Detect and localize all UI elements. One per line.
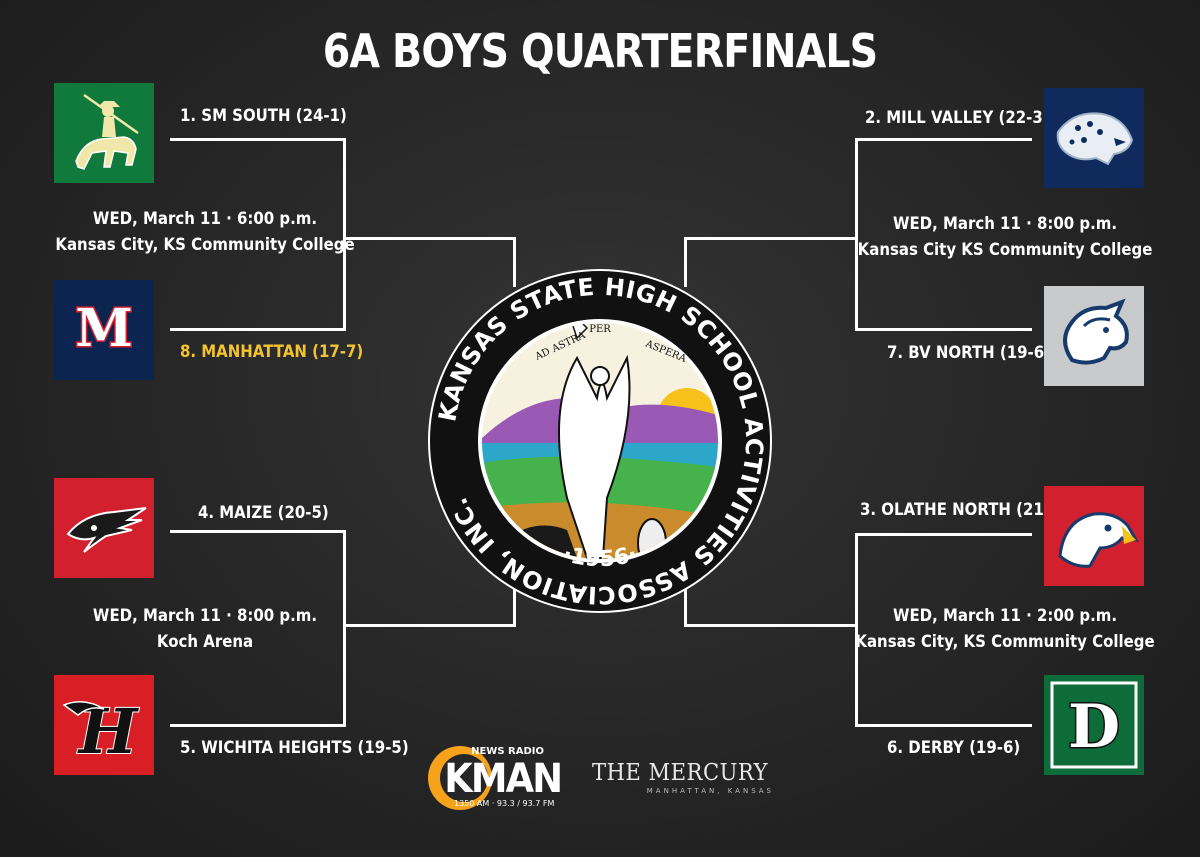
bracket-line: [857, 533, 1032, 536]
game-info-3: WED, March 11 · 8:00 p.m. Kansas City KS…: [842, 211, 1168, 263]
bracket-line: [170, 328, 345, 331]
bracket-line: [684, 624, 858, 627]
game-info-1: WED, March 11 · 6:00 p.m. Kansas City, K…: [42, 206, 368, 258]
game-venue: Kansas City, KS Community College: [855, 632, 1155, 652]
bracket-line: [857, 328, 1032, 331]
bracket-line: [343, 624, 515, 627]
page-title: 6A BOYS QUARTERFINALS: [322, 24, 878, 78]
kman-frequency: 1350 AM · 93.3 / 93.7 FM: [454, 799, 554, 808]
mercury-name: THE MERCURY: [591, 760, 769, 786]
logo-letter: M: [75, 298, 133, 359]
bracket-line: [857, 138, 1032, 141]
bracket-line: [343, 138, 346, 331]
kman-logo: NEWS RADIO KMAN 1350 AM · 93.3 / 93.7 FM: [424, 742, 564, 814]
seal-motto-mid: PER: [589, 324, 611, 335]
bracket-line: [684, 237, 858, 240]
bracket-line: [855, 138, 858, 331]
bracket-line: [684, 237, 687, 287]
eagle-icon: [1044, 486, 1144, 586]
team-label-bv-north: 7. BV NORTH (19-6): [887, 343, 1052, 363]
game-info-4: WED, March 11 · 2:00 p.m. Kansas City, K…: [842, 603, 1168, 655]
game-venue: Kansas City KS Community College: [857, 240, 1153, 260]
game-time: WED, March 11 · 8:00 p.m.: [892, 214, 1118, 234]
jaguar-head-icon: [1044, 88, 1144, 188]
team-label-olathe-north: 3. OLATHE NORTH (21-4): [860, 500, 1068, 520]
team-label-mill-valley: 2. MILL VALLEY (22-3): [865, 108, 1050, 128]
letter-m-icon: M: [54, 280, 154, 380]
bracket-line: [170, 138, 345, 141]
mercury-logo: THE MERCURY MANHATTAN, KANSAS: [580, 760, 780, 804]
bracket-line: [170, 724, 345, 727]
bracket-line: [513, 580, 516, 627]
bracket-line: [513, 237, 516, 287]
game-time: WED, March 11 · 2:00 p.m.: [892, 606, 1118, 626]
bracket-line: [343, 530, 346, 727]
bracket-line: [170, 530, 345, 533]
game-time: WED, March 11 · 6:00 p.m.: [92, 209, 318, 229]
team-label-sm-south: 1. SM SOUTH (24-1): [180, 106, 347, 126]
kman-name: KMAN: [444, 756, 561, 803]
team-label-wichita-heights: 5. WICHITA HEIGHTS (19-5): [180, 738, 409, 758]
kman-tagline: NEWS RADIO: [471, 746, 544, 757]
kshsaa-seal: KANSAS STATE HIGH SCHOOL ACTIVITIES ASSO…: [427, 268, 773, 614]
eagle-head-icon: [54, 478, 154, 578]
bracket-line: [857, 724, 1032, 727]
cavalier-rider-icon: [54, 83, 154, 183]
logo-letter: D: [1068, 692, 1120, 762]
bracket-line: [855, 533, 858, 727]
game-venue: Kansas City, KS Community College: [55, 235, 355, 255]
team-label-maize: 4. MAIZE (20-5): [198, 503, 329, 523]
mustang-head-icon: [1044, 286, 1144, 386]
falcon-h-icon: H: [54, 675, 154, 775]
team-label-derby: 6. DERBY (19-6): [887, 738, 1021, 758]
game-info-2: WED, March 11 · 8:00 p.m. Koch Arena: [42, 603, 368, 655]
game-venue: Koch Arena: [156, 632, 254, 652]
game-time: WED, March 11 · 8:00 p.m.: [92, 606, 318, 626]
team-label-manhattan: 8. MANHATTAN (17-7): [180, 342, 364, 362]
bracket-line: [343, 237, 515, 240]
panther-d-icon: D: [1044, 675, 1144, 775]
mercury-city: MANHATTAN, KANSAS: [646, 787, 774, 795]
bracket-line: [684, 580, 687, 627]
